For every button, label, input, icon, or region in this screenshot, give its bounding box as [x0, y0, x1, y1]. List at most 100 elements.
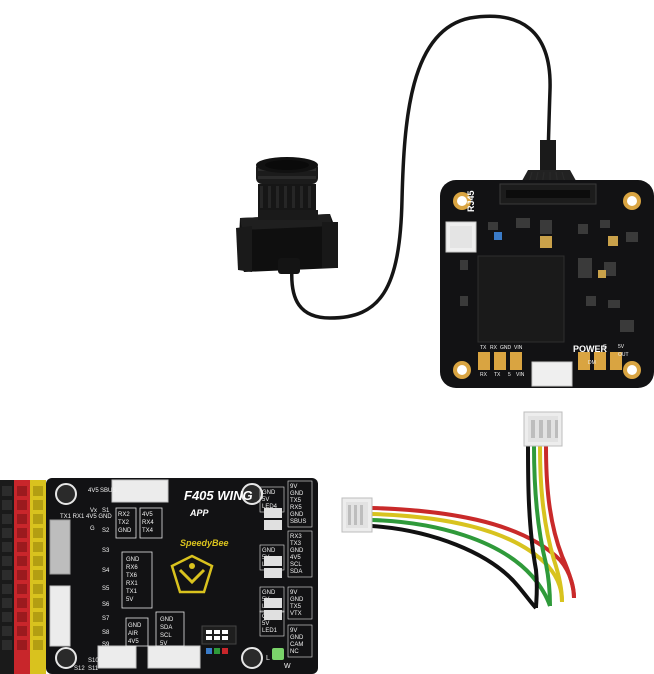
vtx-board: RJ45 TX RX [440, 180, 654, 388]
vtx-processor-chip [477, 255, 565, 343]
fc-right-block-label: GND [262, 548, 276, 554]
fc-right-block-label: TX5 [290, 604, 302, 610]
power-label: POWER [573, 344, 608, 354]
vtx-pad-label-tx: TX [480, 345, 487, 351]
vtx-mounting-holes [453, 192, 641, 379]
fc-label-s9: S9 [102, 642, 110, 648]
vtx-pad-label-vin: VIN [514, 345, 523, 351]
fc-right-block-label: VTX [290, 611, 302, 617]
fc-right-block-label: LED4 [262, 504, 278, 510]
fc-label-s7: S7 [102, 616, 110, 622]
fc-right-block-label: RX3 [290, 534, 302, 540]
svg-text:TX4: TX4 [142, 528, 154, 534]
fc-right-block-label: GND [290, 635, 304, 641]
fc-block-i2c: GND SDA SCL 5V [155, 611, 185, 647]
pin-header-black [0, 480, 14, 674]
fc-status-label: W [284, 663, 291, 670]
vtx-uart-label-rx: RX [480, 372, 488, 378]
fc-label-s6: S6 [102, 602, 110, 608]
vtx-pad-label-5v: 5V [618, 344, 625, 350]
fc-status-led [272, 648, 284, 660]
pin-header-red [14, 480, 30, 674]
fc-brand-logo [170, 554, 214, 594]
fc-right-block-label: GND [290, 491, 304, 497]
vtx-uart-label-5: 5 [508, 372, 511, 378]
fc-label-s12: S12 [74, 666, 85, 672]
fc-led-array [201, 625, 237, 654]
svg-text:GND: GND [160, 617, 174, 623]
vtx-pad-label-g: G [603, 344, 607, 350]
fc-right-block-label: 9V [290, 590, 297, 596]
fc-label-s11: S11 [88, 666, 99, 672]
fc-right-block-label: TX5 [290, 498, 302, 504]
camera-cable [290, 14, 552, 320]
fc-right-block-label: LED1 [262, 628, 278, 634]
fc-right-block-label: 5V [262, 621, 269, 627]
fc-block-air: GND AIR 4V5 [125, 617, 149, 647]
fc-right-block-outline [287, 530, 313, 578]
fc-right-block-label: 9V [290, 628, 297, 634]
fc-led-label: L [266, 655, 270, 662]
vtx-pad-label-dm: DM [588, 360, 596, 366]
fc-label-s10: S10 [88, 658, 99, 664]
svg-text:4V5: 4V5 [128, 639, 139, 645]
svg-text:GND: GND [126, 557, 140, 563]
svg-text:GND: GND [118, 528, 132, 534]
svg-text:5V: 5V [126, 597, 133, 603]
fpv-camera [236, 157, 338, 274]
svg-text:SDA: SDA [160, 625, 172, 631]
svg-text:TX1: TX1 [126, 589, 138, 595]
fc-right-block-label: GND [290, 597, 304, 603]
fc-right-block-label: GND [290, 512, 304, 518]
svg-text:5V: 5V [160, 641, 167, 647]
fc-label-s5: S5 [102, 586, 110, 592]
svg-text:4V5: 4V5 [142, 512, 153, 518]
fc-right-block-outline [287, 624, 313, 658]
vtx-bottom-pads [478, 352, 622, 370]
fc-block-rx2: RX2 TX2 GND [115, 507, 137, 539]
svg-text:AIR: AIR [128, 631, 139, 637]
vtx-uart-label-vin: VIN [516, 372, 525, 378]
fc-right-block-label: 4V5 [290, 555, 301, 561]
pin-header-yellow [30, 480, 46, 674]
fc-right-block-label: 5V [262, 497, 269, 503]
svg-text:RX4: RX4 [142, 520, 154, 526]
flight-controller-board: 4V5 Vx G SBUS S1 S2 S3 S4 S5 S6 S7 S8 S9… [0, 478, 318, 674]
fc-brand-text: SpeedyBee [180, 538, 229, 548]
svg-text:TX6: TX6 [126, 573, 138, 579]
fc-right-block-label: SCL [290, 562, 302, 568]
fc-label-s8: S8 [102, 630, 110, 636]
fc-right-block-outline [287, 586, 313, 620]
svg-text:GND: GND [128, 623, 142, 629]
fc-label-s4: S4 [102, 568, 110, 574]
svg-text:RX2: RX2 [118, 512, 130, 518]
fc-block-gnd-uart: GND RX6 TX6 RX1 TX1 5V [121, 551, 153, 609]
vtx-pad-label-out: OUT [618, 352, 629, 358]
fc-column-labels: 4V5 Vx G SBUS S1 S2 S3 S4 S5 S6 S7 S8 S9… [74, 488, 116, 672]
vtx-pad-label-rx: RX [490, 345, 498, 351]
fc-label-g: G [90, 526, 95, 532]
rj45-label: RJ45 [466, 190, 476, 212]
fc-right-block-label: TX3 [290, 541, 302, 547]
fc-uart-header-label: TX1 RX1 4V5 GND [60, 514, 112, 520]
fc-right-block-label: GND [262, 490, 276, 496]
svg-text:TX2: TX2 [118, 520, 130, 526]
vtx-pad-label-gnd: GND [500, 345, 512, 351]
svg-text:RX6: RX6 [126, 565, 138, 571]
svg-text:RX1: RX1 [126, 581, 138, 587]
fc-label-s1: S1 [102, 508, 110, 514]
fc-right-block-label: NC [290, 649, 299, 655]
fc-right-block-label: SBUS [290, 519, 306, 525]
fc-right-block-label: 9V [290, 484, 297, 490]
fc-model-title: F405 WING [184, 488, 253, 503]
wire-harness [341, 411, 576, 610]
fc-right-block-label: GND [262, 590, 276, 596]
fc-block-4v5: 4V5 RX4 TX4 [139, 507, 163, 539]
fc-right-block-label: RX5 [290, 505, 302, 511]
fc-subtitle: APP [189, 508, 210, 518]
fc-label-sbus: SBUS [100, 488, 116, 494]
fc-label-4v5: 4V5 [88, 488, 99, 494]
fc-label-s2: S2 [102, 528, 110, 534]
svg-text:SCL: SCL [160, 633, 172, 639]
